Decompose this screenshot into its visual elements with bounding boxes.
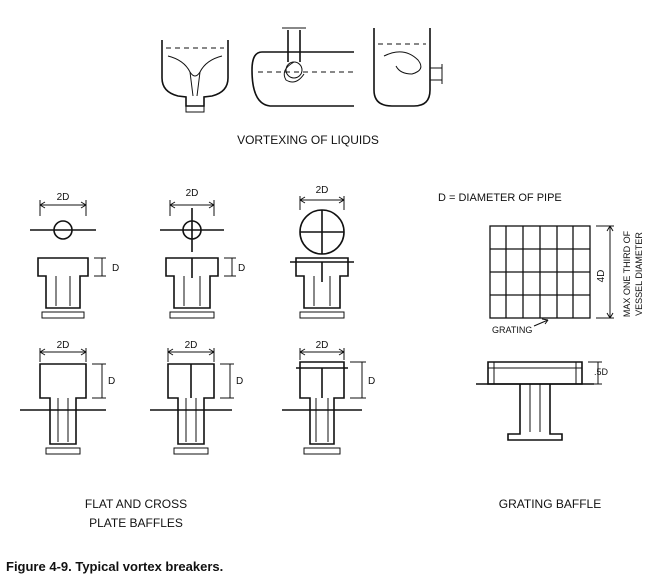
lower-elevations: 2D D 2D D 2D xyxy=(20,340,375,455)
vortex-illustrations xyxy=(161,27,443,113)
dim-d-l1: D xyxy=(108,376,115,387)
elevation-cross-upper: D xyxy=(165,257,245,319)
top-view-flat: 2D xyxy=(30,192,96,240)
dim-2d-l2: 2D xyxy=(185,340,198,351)
top-view-disc: 2D xyxy=(299,185,345,255)
dim-2d-tv1: 2D xyxy=(57,192,70,203)
max-one-third-label: MAX ONE THIRD OF xyxy=(622,230,632,317)
dim-d-e1: D xyxy=(112,263,119,274)
dim-2d-tv3: 2D xyxy=(316,185,329,196)
top-views: 2D 2D 2D xyxy=(30,185,345,255)
dim-4d: 4D xyxy=(596,270,607,283)
diameter-legend: D = DIAMETER OF PIPE xyxy=(438,192,562,204)
dim-half-d: .5D xyxy=(594,367,609,377)
flat-cross-label-line2: PLATE BAFFLES xyxy=(89,516,183,530)
elevation-cross-lower: 2D D xyxy=(150,340,243,455)
top-view-cross: 2D xyxy=(160,188,224,252)
elevation-disc-upper xyxy=(290,257,354,319)
dim-d-l2: D xyxy=(236,376,243,387)
vortex-vessel-1 xyxy=(161,40,229,113)
grating-plan: 4D GRATING MAX ONE THIRD OF VESSEL DIAME… xyxy=(489,225,644,335)
vortexing-caption: VORTEXING OF LIQUIDS xyxy=(237,133,379,147)
dim-2d-tv2: 2D xyxy=(186,188,199,199)
elevation-flat-lower: 2D D xyxy=(20,340,115,455)
elevation-disc-lower: 2D D xyxy=(282,340,375,455)
dim-2d-l1: 2D xyxy=(57,340,70,351)
upper-elevations: D D xyxy=(37,257,354,319)
grating-elevation: .5D xyxy=(476,361,609,441)
flat-cross-label-line1: FLAT AND CROSS xyxy=(85,497,187,511)
vessel-diameter-label: VESSEL DIAMETER xyxy=(634,232,644,316)
grating-baffle-label: GRATING BAFFLE xyxy=(499,497,601,511)
dim-d-l3: D xyxy=(368,376,375,387)
dim-d-e2: D xyxy=(238,263,245,274)
vortex-vessel-3 xyxy=(373,28,443,107)
figure-caption: Figure 4-9. Typical vortex breakers. xyxy=(6,559,223,574)
elevation-flat-upper: D xyxy=(37,257,119,319)
vortex-vessel-2 xyxy=(251,27,354,107)
dim-2d-l3: 2D xyxy=(316,340,329,351)
grating-label: GRATING xyxy=(492,325,532,335)
